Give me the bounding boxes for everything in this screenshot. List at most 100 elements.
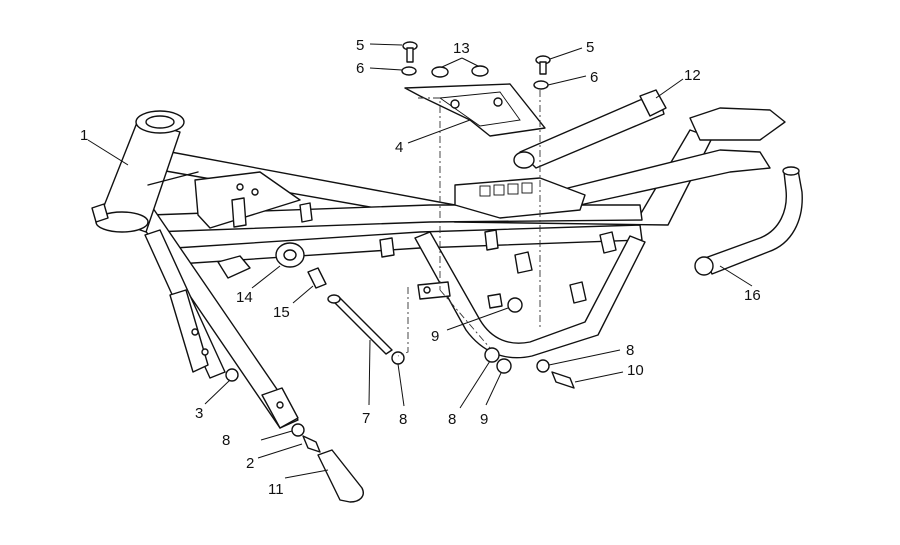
- frame-tab: [514, 251, 533, 274]
- frame-cradle-loop: [414, 231, 646, 359]
- frame-lug: [417, 281, 451, 300]
- front-mount-plate: [169, 289, 209, 373]
- callout-6-right: 6: [590, 69, 598, 86]
- callout-12: 12: [684, 67, 701, 84]
- leader-line: [257, 443, 303, 459]
- leader-line: [441, 57, 463, 68]
- leader-line: [574, 371, 624, 383]
- engine-mount: [275, 242, 327, 289]
- leader-line: [549, 47, 583, 60]
- fasteners-lower: [484, 297, 575, 389]
- plate-hole: [276, 401, 284, 409]
- rear-bar-bracket: [639, 89, 667, 117]
- nut-9: [496, 358, 512, 374]
- alignment-line: [418, 97, 441, 290]
- steering-head: [91, 110, 199, 233]
- bolt-5-shank: [406, 47, 414, 63]
- rear-loop-tube: [704, 169, 803, 275]
- frame-tab: [569, 281, 587, 304]
- rear-loop-16: [694, 166, 803, 276]
- leader-line: [548, 349, 621, 366]
- top-mounting-plate: [404, 83, 546, 137]
- frame-tab: [484, 229, 499, 251]
- washer-8: [291, 423, 305, 437]
- box-slot: [493, 184, 505, 196]
- callout-10: 10: [627, 362, 644, 379]
- leader-line: [284, 469, 329, 479]
- bolt-5-shank: [539, 61, 547, 75]
- washer-8: [484, 347, 500, 363]
- frame-side-plate: [194, 171, 301, 229]
- plate-hole: [201, 348, 209, 356]
- alignment-line: [397, 287, 409, 357]
- main-frame: [127, 107, 786, 429]
- rear-bar-tube: [519, 98, 665, 169]
- bolt-2: [302, 435, 321, 453]
- box-slot: [521, 182, 533, 194]
- callout-14: 14: [236, 289, 253, 306]
- plate-hole: [236, 183, 244, 191]
- callout-1: 1: [80, 127, 88, 144]
- callout-9-b: 9: [480, 411, 488, 428]
- bolt-15: [307, 267, 327, 289]
- callout-6-left: 6: [356, 60, 364, 77]
- through-bolt-7: [327, 294, 405, 365]
- rear-loop-top: [782, 166, 800, 176]
- fasteners-front: [225, 368, 364, 503]
- plate-hole: [251, 188, 259, 196]
- leader-line: [87, 139, 129, 166]
- leader-line: [369, 43, 403, 46]
- callout-8-d: 8: [626, 342, 634, 359]
- washer-8: [536, 359, 550, 373]
- leader-line: [260, 430, 293, 441]
- callout-4: 4: [395, 139, 403, 156]
- nut-9: [507, 297, 523, 313]
- spacer-14-bore: [283, 249, 297, 261]
- callout-7: 7: [362, 410, 370, 427]
- callout-9-a: 9: [431, 328, 439, 345]
- nut-3: [225, 368, 239, 382]
- callout-16: 16: [744, 287, 761, 304]
- callouts: 1 2 3 4 5 5 6 6 7 8 8 8 8 9 9 10 11 12 1…: [80, 37, 761, 498]
- frame-lower-tube: [174, 224, 643, 265]
- leader-line: [369, 67, 403, 71]
- plate-4-recess: [438, 91, 521, 127]
- plate-hole: [191, 328, 199, 336]
- callout-8-b: 8: [448, 411, 456, 428]
- plate-4: [404, 83, 546, 137]
- engine-bracket: [217, 255, 251, 279]
- cover-11: [317, 449, 364, 503]
- rear-bar-end: [513, 151, 535, 169]
- leader-line: [485, 372, 502, 406]
- gusset-edge: [147, 171, 199, 186]
- rubber-13: [431, 66, 449, 78]
- frame-tail-plate: [689, 107, 786, 141]
- leader-line: [407, 119, 471, 144]
- callout-3: 3: [195, 405, 203, 422]
- bolt-7-head: [327, 294, 341, 304]
- box-slot: [479, 185, 491, 197]
- callout-2: 2: [246, 455, 254, 472]
- leader-line: [655, 78, 684, 99]
- callout-5-right: 5: [586, 39, 594, 56]
- leader-line: [251, 265, 281, 289]
- rubber-13: [471, 65, 489, 77]
- leader-line: [204, 379, 231, 405]
- leader-lines: [87, 43, 753, 479]
- frame-lug: [487, 293, 503, 309]
- nut-8: [391, 351, 405, 365]
- rear-loop-end: [694, 256, 714, 276]
- alignment-lines: [397, 90, 541, 357]
- leader-line: [292, 285, 314, 304]
- rear-bar-12: [513, 89, 667, 169]
- leader-line: [461, 57, 479, 67]
- plate-4-hole: [493, 97, 503, 107]
- frame-tab: [379, 237, 395, 258]
- box-slot: [507, 183, 519, 195]
- lug-hole: [423, 286, 431, 294]
- alignment-line: [439, 289, 491, 349]
- leader-line: [446, 307, 509, 331]
- frame-tab: [299, 202, 313, 223]
- leader-line: [547, 75, 587, 86]
- bolt-10: [551, 371, 575, 389]
